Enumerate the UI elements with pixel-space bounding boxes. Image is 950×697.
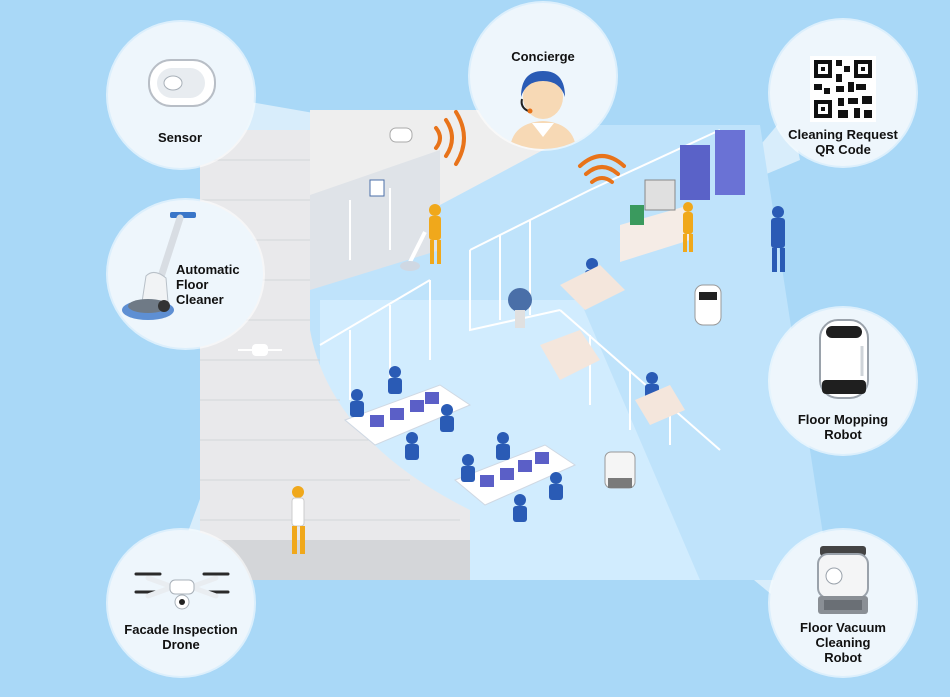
concierge-callout (470, 3, 616, 149)
vacuum-robot-icon (817, 546, 869, 614)
workers (291, 202, 693, 554)
scene-drone (238, 344, 282, 356)
drone-icon (134, 572, 230, 610)
vacuum-robot-callout (770, 530, 916, 676)
wifi-signal-icon (434, 110, 466, 166)
scene-floor-cleaner (400, 231, 427, 271)
wifi-signal-icon (578, 154, 626, 184)
mopping-robot-icon (819, 319, 869, 399)
vacuum-robot-label: Floor Vacuum Cleaning Robot (800, 620, 886, 665)
qr-callout (770, 20, 916, 166)
concierge-icon (510, 71, 576, 149)
sensor-callout (108, 22, 254, 168)
mopping-robot-callout (770, 308, 916, 454)
workstations (344, 384, 577, 506)
mopping-robot-label: Floor Mopping Robot (797, 412, 889, 442)
floor-cleaner-icon (122, 212, 196, 320)
wall-sensor (389, 127, 413, 143)
qr-code-icon (810, 56, 876, 122)
back-wall (310, 110, 590, 290)
reception-desk (620, 130, 745, 262)
scene-vacuum-robot (604, 451, 636, 489)
lounge-sofas (540, 265, 685, 425)
drone-callout (108, 530, 254, 676)
scene-mopping-robot (694, 284, 722, 326)
qr-label: Cleaning Request QR Code (788, 127, 898, 157)
sensor-icon (148, 59, 216, 107)
floor-cleaner-label: Automatic Floor Cleaner (176, 262, 240, 307)
plant (508, 288, 532, 328)
drone-label: Facade Inspection Drone (124, 622, 238, 652)
sensor-label: Sensor (157, 130, 203, 145)
concierge-label: Concierge (511, 49, 575, 64)
floor-cleaner-callout (108, 200, 263, 348)
